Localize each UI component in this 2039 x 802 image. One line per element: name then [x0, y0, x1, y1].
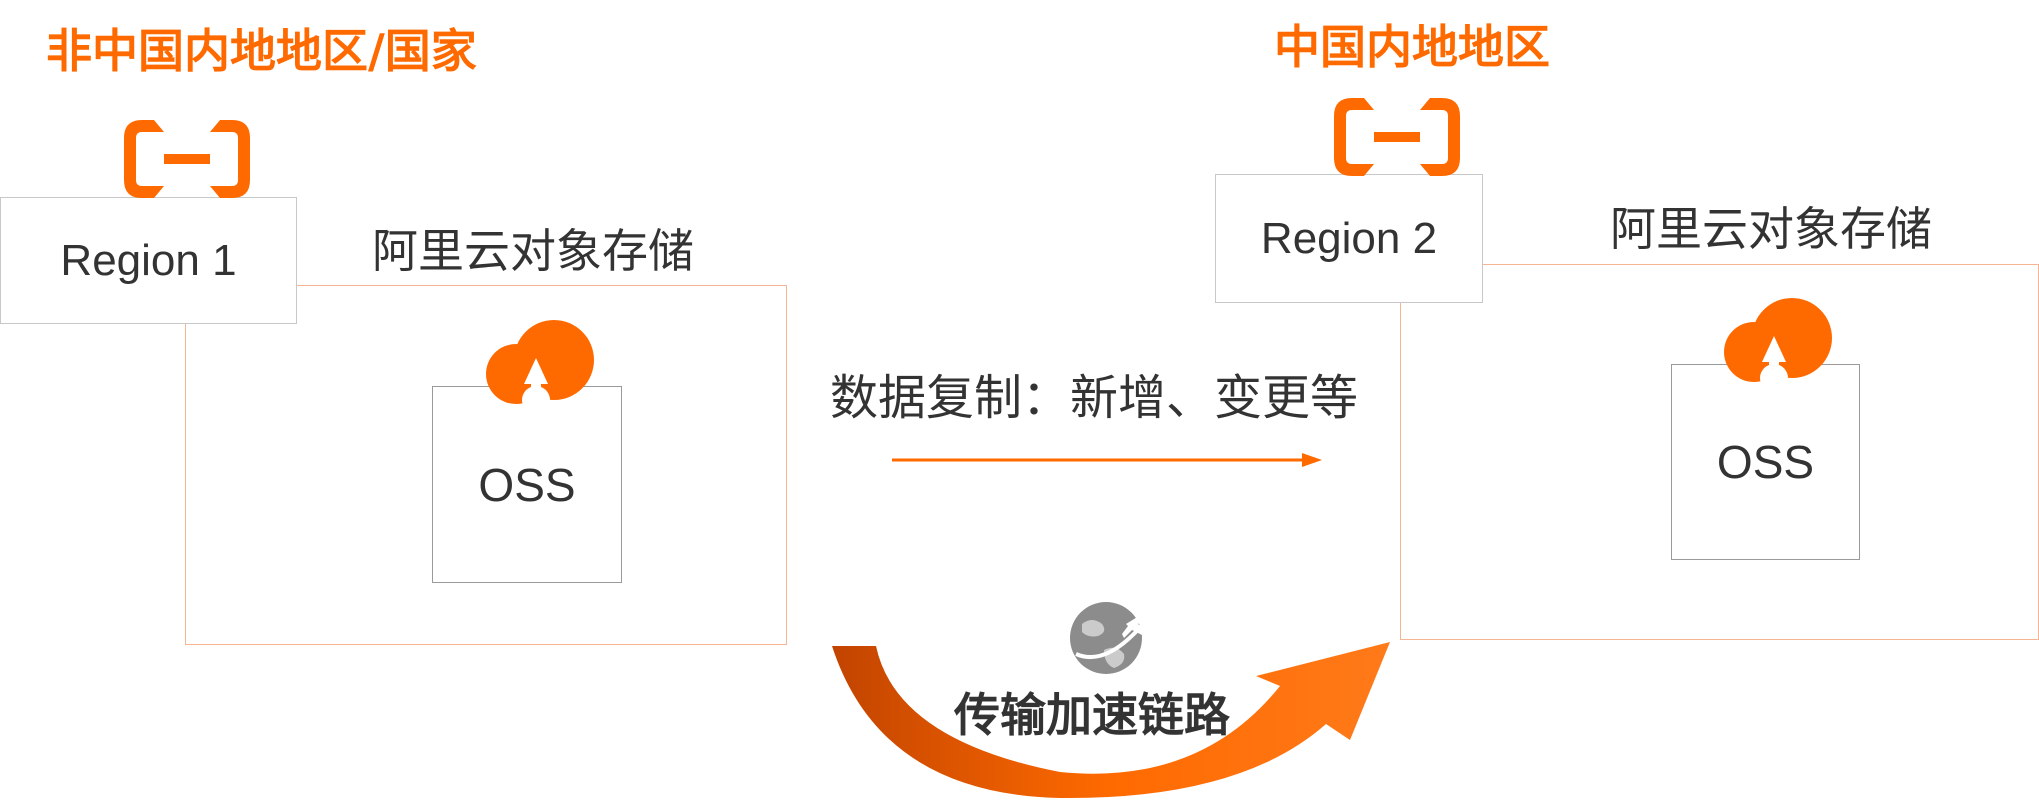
- dest-area-title: 中国内地地区: [1274, 20, 1550, 74]
- dest-storage-label: 阿里云对象存储: [1610, 202, 1932, 256]
- source-oss-label: OSS: [478, 458, 576, 511]
- region-1-box: Region 1: [0, 197, 297, 324]
- aliyun-logo-icon: [124, 120, 250, 198]
- acceleration-label: 传输加速链路: [954, 688, 1230, 742]
- region-2-label: Region 2: [1260, 213, 1438, 263]
- replication-label: 数据复制：新增、变更等: [830, 370, 1359, 426]
- source-area-title: 非中国内地地区/国家: [46, 24, 477, 78]
- source-storage-label: 阿里云对象存储: [372, 224, 694, 278]
- cloud-upload-icon: [486, 320, 594, 410]
- dest-oss-label: OSS: [1716, 436, 1815, 488]
- replication-arrow: [892, 453, 1322, 467]
- aliyun-logo-icon: [1334, 98, 1460, 176]
- region-2-box: Region 2: [1215, 174, 1483, 303]
- source-storage-frame: [185, 285, 787, 645]
- cloud-upload-icon: [1724, 298, 1832, 388]
- source-oss-box: OSS: [432, 386, 622, 583]
- globe-airplane-icon: [1070, 602, 1152, 674]
- dest-oss-box: OSS: [1671, 364, 1860, 560]
- region-1-label: Region 1: [60, 235, 237, 285]
- acceleration-arc-arrow: [832, 642, 1390, 799]
